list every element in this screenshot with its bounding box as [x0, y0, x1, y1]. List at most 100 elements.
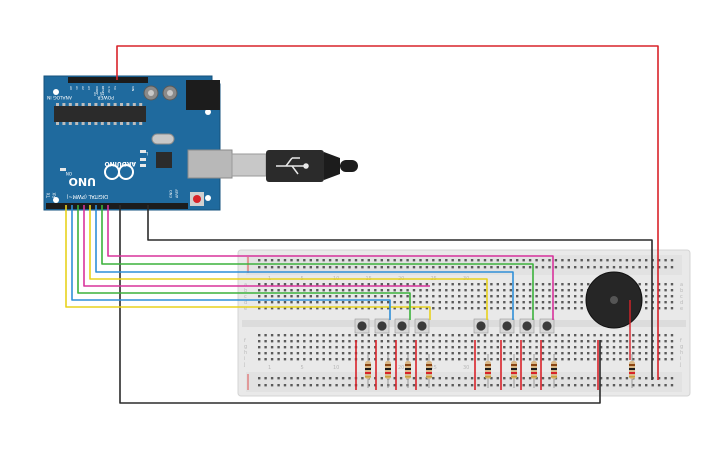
- mounting-hole: [205, 109, 211, 115]
- breadboard-hole: [303, 295, 306, 298]
- wire-signal-yellow-2[interactable]: [89, 205, 488, 320]
- breadboard-hole: [432, 283, 435, 286]
- resistors[interactable]: [365, 354, 635, 388]
- breadboard-hole: [348, 289, 351, 292]
- breadboard-hole: [670, 340, 674, 343]
- breadboard-hole: [412, 301, 416, 304]
- resistor[interactable]: [426, 354, 432, 388]
- row-letter-right: b: [680, 288, 683, 294]
- resistor[interactable]: [531, 354, 537, 388]
- breadboard-hole: [348, 301, 351, 304]
- wire-5v[interactable]: [116, 45, 659, 380]
- ioref-label: IOREF: [95, 86, 99, 95]
- breadboard-hole: [483, 283, 487, 286]
- breadboard-hole: [335, 384, 338, 387]
- wires[interactable]: [65, 45, 659, 404]
- breadboard-hole: [522, 289, 525, 292]
- breadboard-hole: [438, 340, 441, 343]
- pushbutton[interactable]: [499, 318, 515, 334]
- wire-signal-green-2[interactable]: [101, 205, 534, 320]
- wire-signal-blue-1[interactable]: [71, 205, 391, 320]
- wire-gnd-board[interactable]: [147, 205, 653, 380]
- wire-signal-yellow-1[interactable]: [65, 205, 431, 320]
- breadboard-hole: [541, 289, 545, 292]
- breadboard-hole: [464, 289, 467, 292]
- breadboard-hole: [541, 283, 545, 286]
- v33-label: 3.3V: [107, 86, 111, 94]
- tx-led: [140, 158, 146, 161]
- breadboard-hole: [393, 358, 396, 361]
- breadboard-hole: [599, 266, 603, 269]
- wire-gnd-buzzer[interactable]: [119, 205, 601, 404]
- breadboard-hole: [528, 295, 532, 298]
- breadboard-hole: [509, 283, 512, 286]
- breadboard-hole: [670, 259, 674, 262]
- resistor[interactable]: [365, 354, 371, 388]
- breadboard-hole: [387, 334, 390, 337]
- pushbutton[interactable]: [394, 318, 410, 334]
- breadboard-hole: [509, 384, 512, 387]
- breadboard-hole: [425, 358, 429, 361]
- l-label: L: [145, 151, 148, 156]
- breadboard-hole: [574, 259, 577, 262]
- arduino-uno-board[interactable]: UNO ARDUINO DIGITAL (PWM~) POWER ANALOG …: [43, 75, 233, 211]
- breadboard-hole: [283, 352, 287, 355]
- breadboard-hole: [380, 289, 383, 292]
- breadboard-hole: [657, 295, 661, 298]
- breadboard-hole: [574, 384, 577, 387]
- breadboard-hole: [574, 289, 577, 292]
- breadboard-hole: [335, 289, 338, 292]
- breadboard-hole: [554, 283, 558, 286]
- resistor[interactable]: [511, 354, 517, 388]
- wire-signal-magenta-2[interactable]: [107, 205, 554, 320]
- breadboard-hole: [535, 289, 538, 292]
- resistor[interactable]: [485, 354, 491, 388]
- piezo-buzzer[interactable]: [585, 271, 643, 329]
- breadboard-hole: [316, 346, 319, 349]
- pushbutton[interactable]: [374, 318, 390, 334]
- breadboard-hole: [593, 358, 596, 361]
- breadboard-hole: [341, 346, 345, 349]
- breadboard-hole: [580, 307, 583, 310]
- breadboard-hole: [264, 266, 267, 269]
- breadboard-hole: [503, 289, 506, 292]
- breadboard-hole: [412, 289, 416, 292]
- breadboard-hole: [664, 352, 667, 355]
- reset-button-cap[interactable]: [193, 195, 201, 203]
- pushbutton[interactable]: [414, 318, 430, 334]
- breadboard-hole: [367, 384, 370, 387]
- pushbutton[interactable]: [539, 318, 555, 334]
- breadboard-hole: [387, 289, 390, 292]
- breadboard-hole: [322, 307, 325, 310]
- breadboard-hole: [593, 352, 596, 355]
- wire-signal-green-1[interactable]: [77, 205, 411, 320]
- breadboard-hole: [509, 352, 512, 355]
- resistor[interactable]: [551, 354, 557, 388]
- breadboard-hole: [283, 307, 287, 310]
- breadboard-hole: [445, 346, 448, 349]
- breadboard-hole: [464, 283, 467, 286]
- resistor[interactable]: [385, 354, 391, 388]
- breadboard-hole: [458, 307, 461, 310]
- usb-cable[interactable]: [231, 150, 358, 182]
- breadboard-hole: [419, 352, 422, 355]
- pushbutton[interactable]: [519, 318, 535, 334]
- resistor[interactable]: [629, 354, 635, 388]
- pushbutton[interactable]: [473, 318, 489, 334]
- resistor[interactable]: [405, 354, 411, 388]
- wire-signal-magenta-1[interactable]: [83, 205, 430, 287]
- breadboard-hole: [619, 352, 622, 355]
- pushbutton[interactable]: [354, 318, 370, 334]
- breadboard-hole: [270, 352, 274, 355]
- breadboard-hole: [425, 352, 429, 355]
- breadboard-hole: [522, 352, 525, 355]
- breadboard-hole: [425, 259, 429, 262]
- breadboard-hole: [554, 340, 558, 343]
- breadboard-hole: [399, 384, 403, 387]
- breadboard-hole: [490, 352, 493, 355]
- breadboard-hole: [303, 352, 306, 355]
- pushbuttons[interactable]: [354, 318, 555, 334]
- wire-signal-blue-2[interactable]: [95, 205, 514, 320]
- breadboard-hole: [438, 259, 441, 262]
